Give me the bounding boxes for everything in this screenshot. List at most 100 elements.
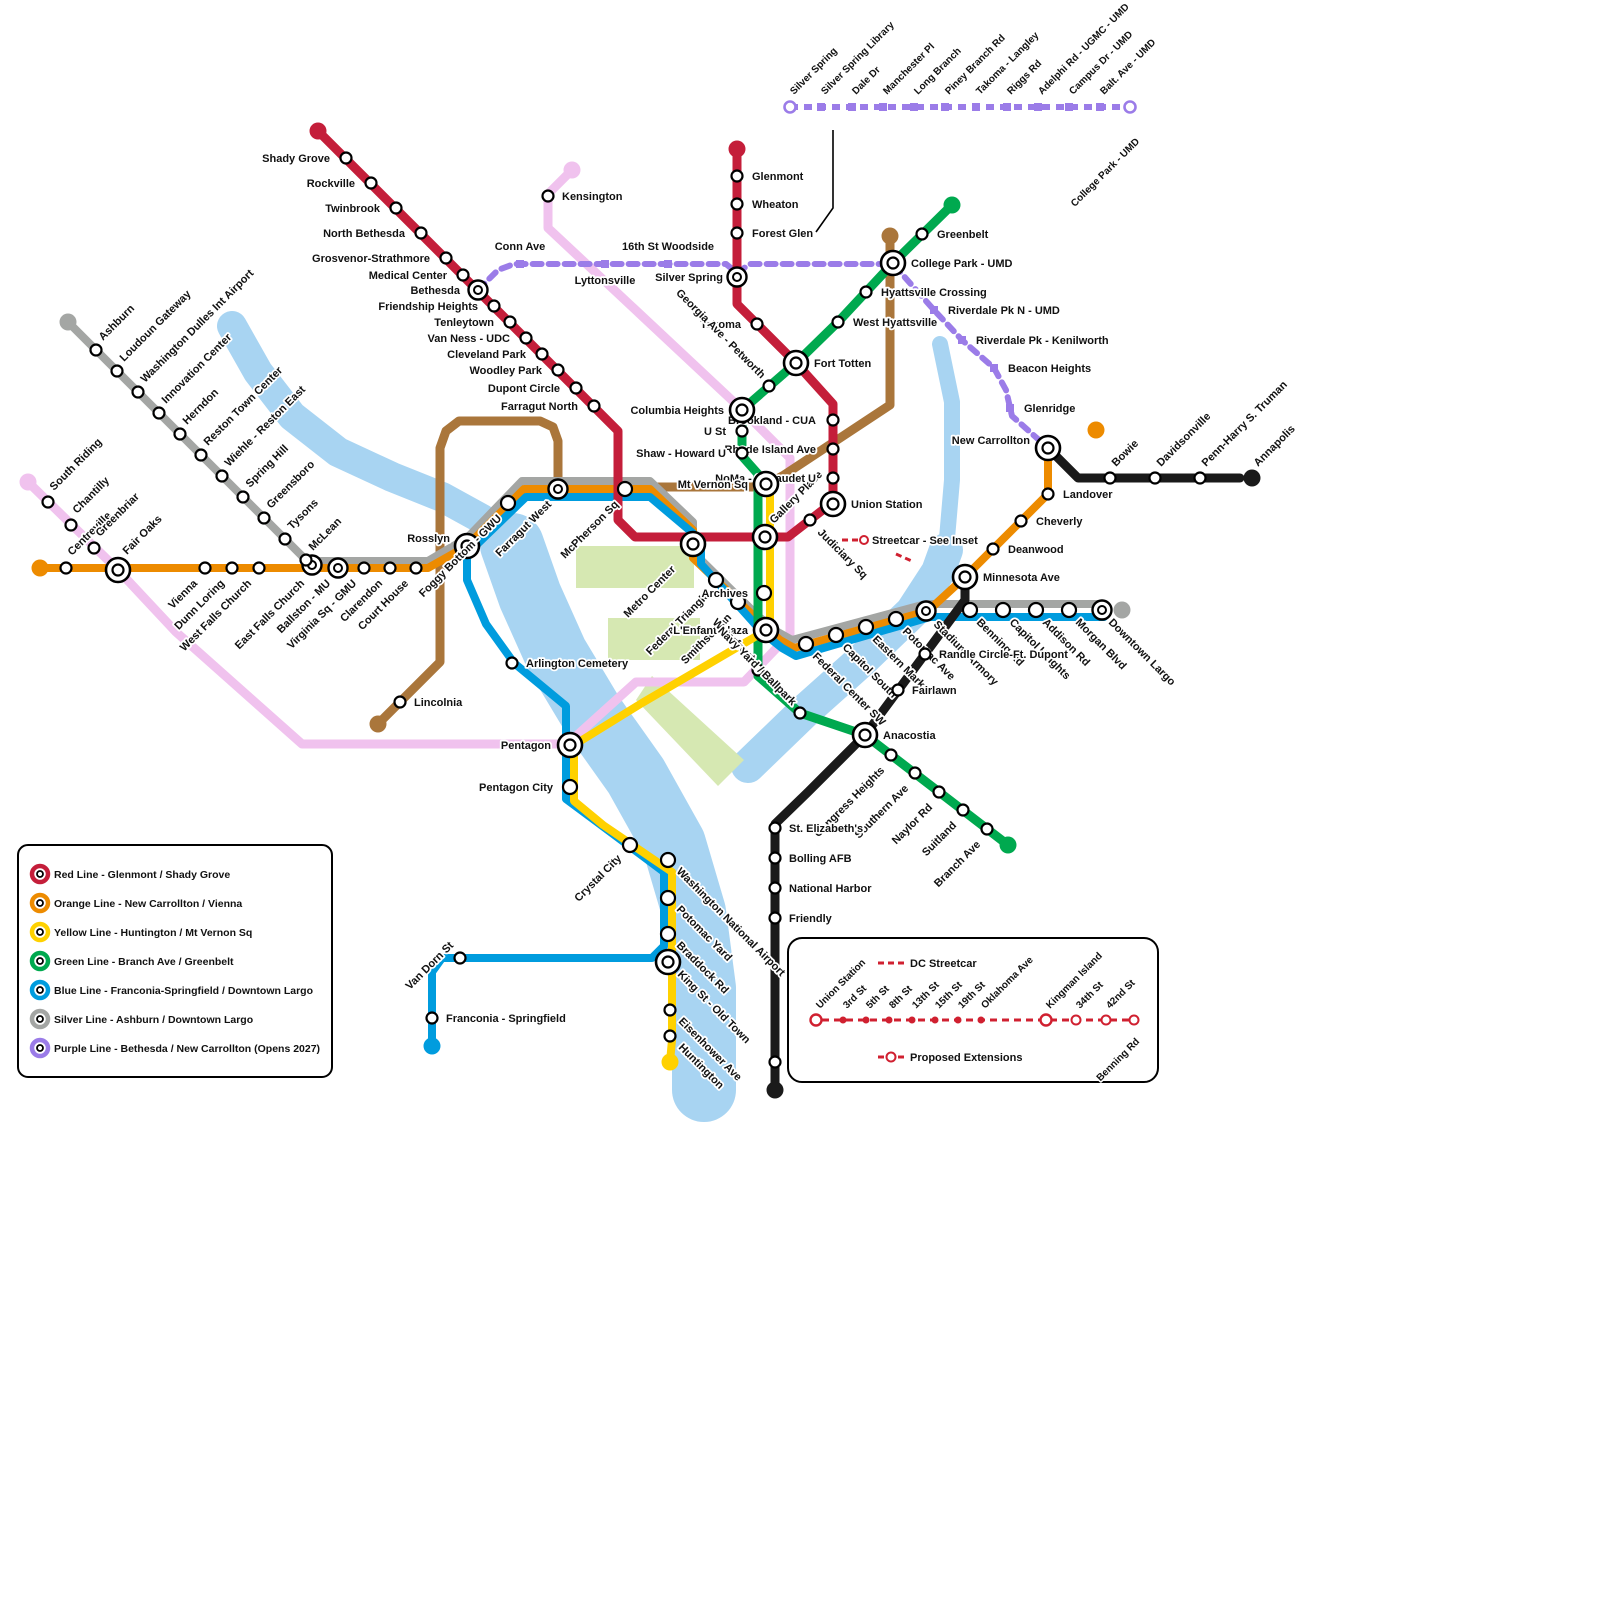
station-label-farragut-north: Farragut North: [501, 401, 578, 413]
line-brown: [373, 231, 895, 729]
streetcar-stop-benning-rd: [1128, 1014, 1140, 1026]
streetcar-stop-union-station: [809, 1013, 823, 1027]
station-label-forest-glen: Forest Glen: [752, 228, 813, 240]
river-1: [480, 513, 736, 1122]
line-violet: [23, 165, 795, 749]
streetcar-stub-marker: [859, 535, 869, 545]
legend-item-label: Blue Line - Franconia-Springfield / Down…: [54, 985, 313, 997]
station-national-harbor: National Harbor: [768, 881, 874, 897]
station-pentagon-city: Pentagon City: [477, 778, 579, 796]
station-label-takoma: Takoma: [700, 319, 742, 331]
station-north-bethesda: North Bethesda: [321, 226, 428, 242]
station-arlington-cemetery: Arlington Cemetery: [505, 656, 631, 672]
station-label-fairlawn: Fairlawn: [912, 685, 957, 697]
inset-connector-line: [815, 130, 834, 233]
station-riverdale-pk-kenilworth: Riverdale Pk - Kenilworth: [958, 333, 1111, 349]
station-landover: Landover: [1041, 487, 1115, 503]
station-label-conn-ave: Conn Ave: [495, 241, 546, 253]
purple-inset-station-marker: [1003, 103, 1011, 111]
purple-inset-station-marker: [1065, 103, 1073, 111]
legend-item-green-line: Green Line - Branch Ave / Greenbelt: [29, 950, 234, 972]
streetcar-stop-34th-st: [1070, 1014, 1082, 1026]
purple-inset-station-marker: [1096, 103, 1104, 111]
station-label-u-st: U St: [704, 426, 726, 438]
streetcar-stop-42nd-st: [1100, 1014, 1112, 1026]
legend-item-blue-line: Blue Line - Franconia-Springfield / Down…: [29, 979, 313, 1001]
station-label-st-elizabeth-s: St. Elizabeth's: [789, 823, 863, 835]
station-label-west-hyattsville: West Hyattsville: [853, 317, 937, 329]
station-label-glenridge: Glenridge: [1024, 403, 1075, 415]
station-u-st: U St: [702, 424, 749, 440]
station-riverdale-pk-n-umd: Riverdale Pk N - UMD: [930, 303, 1062, 319]
station-label-minnesota-ave: Minnesota Ave: [983, 572, 1060, 584]
line-black-south: [770, 572, 970, 1095]
station-label-l-enfant-plaza: L'Enfant Plaza: [673, 625, 749, 637]
station-shaw-howard-u: Shaw - Howard U: [634, 446, 749, 462]
line-terminus-13: [881, 227, 899, 245]
station-archives: Archives: [700, 584, 773, 602]
legend-line-icon-center: [36, 928, 44, 936]
station-label-woodley-park: Woodley Park: [469, 365, 542, 377]
station-label-new-carrollton: New Carrollton: [952, 435, 1031, 447]
station-label-hyattsville-crossing: Hyattsville Crossing: [881, 287, 987, 299]
station-anacostia: Anacostia: [851, 721, 938, 749]
legend: Red Line - Glenmont / Shady GroveOrange …: [17, 844, 333, 1078]
station-rosslyn: Rosslyn: [405, 531, 481, 560]
station-label-dupont-circle: Dupont Circle: [488, 383, 560, 395]
purple-inset-station-marker: [817, 103, 825, 111]
station-label-bethesda: Bethesda: [410, 285, 460, 297]
station-college-park-umd: College Park - UMD: [879, 249, 1014, 277]
station-label-mt-vernon-sq: Mt Vernon Sq: [678, 479, 748, 491]
station-label-glenmont: Glenmont: [752, 171, 804, 183]
station-16th-st-woodside: 16th St Woodside: [620, 239, 716, 268]
streetcar-stop-kingman-island: [1039, 1013, 1053, 1027]
purple-inset-station-marker: [1034, 103, 1042, 111]
station-label-friendly: Friendly: [789, 913, 833, 925]
line-terminus-3: [1087, 421, 1105, 439]
line-terminus-9: [661, 1053, 679, 1071]
station-label-wheaton: Wheaton: [752, 199, 799, 211]
legend-line-icon-center: [36, 957, 44, 965]
purple-inset-station-marker: [848, 103, 856, 111]
station-label-tenleytown: Tenleytown: [434, 317, 494, 329]
legend-line-icon-center: [36, 899, 44, 907]
station-conn-ave: Conn Ave: [493, 239, 547, 268]
line-terminus-8: [423, 1037, 441, 1055]
station-label-streetcar-see-inset: Streetcar - See Inset: [872, 535, 978, 547]
station-van-ness-udc: Van Ness - UDC: [426, 331, 533, 347]
streetcar-stop-13th-st: [908, 1016, 916, 1024]
station-friendly: Friendly: [768, 911, 834, 927]
station-takoma: Takoma: [698, 317, 764, 333]
station-label-north-bethesda: North Bethesda: [323, 228, 406, 240]
station-label-lyttonsville: Lyttonsville: [575, 275, 636, 287]
station-label-grosvenor-strathmore: Grosvenor-Strathmore: [312, 253, 430, 265]
station-label-greenbelt: Greenbelt: [937, 229, 989, 241]
streetcar-stop-oklahoma-ave: [977, 1016, 985, 1024]
purple-inset-station-marker: [879, 103, 887, 111]
station-label-college-park-umd: College Park - UMD: [911, 258, 1013, 270]
park-0: [576, 546, 694, 588]
streetcar-stop-3rd-st: [839, 1016, 847, 1024]
legend-item-label: Purple Line - Bethesda / New Carrollton …: [54, 1043, 320, 1055]
legend-item-orange-line: Orange Line - New Carrollton / Vienna: [29, 892, 242, 914]
station-label-riverdale-pk-kenilworth: Riverdale Pk - Kenilworth: [976, 335, 1109, 347]
purple-inset-station-marker: [941, 103, 949, 111]
station-wheaton: Wheaton: [730, 197, 800, 213]
streetcar-stop-15th-st: [931, 1016, 939, 1024]
station-cheverly: Cheverly: [1014, 514, 1085, 530]
station-tenleytown: Tenleytown: [433, 315, 517, 331]
station-label-arlington-cemetery: Arlington Cemetery: [526, 658, 629, 670]
legend-item-red-line: Red Line - Glenmont / Shady Grove: [29, 863, 230, 885]
station-farragut-north: Farragut North: [499, 399, 601, 415]
station-label-shaw-howard-u: Shaw - Howard U: [636, 448, 726, 460]
station-label-proposed-extensions: Proposed Extensions: [910, 1052, 1022, 1064]
legend-item-label: Silver Line - Ashburn / Downtown Largo: [54, 1014, 253, 1026]
station-label-pentagon: Pentagon: [501, 740, 551, 752]
legend-item-label: Green Line - Branch Ave / Greenbelt: [54, 956, 234, 968]
river-3: [932, 336, 960, 558]
station-glenridge: Glenridge: [1006, 401, 1077, 417]
station-shady-grove: Shady Grove: [260, 151, 353, 167]
